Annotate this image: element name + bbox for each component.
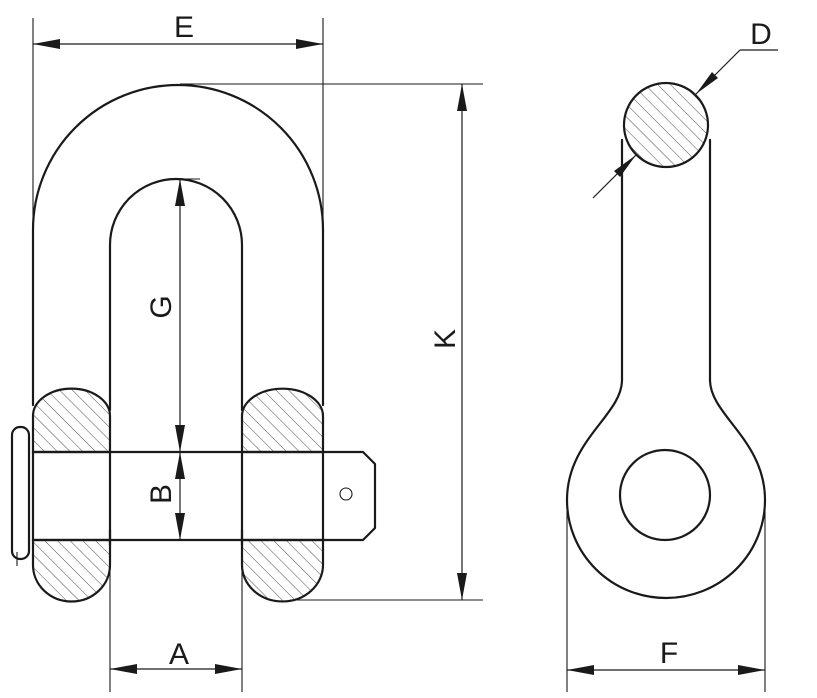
label-g: G: [145, 295, 178, 318]
side-view: [565, 81, 767, 600]
right-leg-section-upper: [240, 387, 325, 454]
left-leg-section-upper: [31, 387, 112, 454]
dimension-labels: E G B A K D F: [145, 11, 772, 671]
left-leg-section-lower: [31, 538, 112, 603]
side-view-body: [565, 138, 767, 600]
label-a: A: [169, 638, 189, 671]
label-f: F: [660, 637, 678, 670]
pin-body: [31, 450, 325, 542]
dimensions: [32, 18, 778, 692]
pin-hole: [339, 487, 353, 501]
label-e: E: [174, 11, 194, 44]
pin-tab: [321, 450, 377, 542]
side-view-section: [622, 81, 710, 169]
label-k: K: [429, 329, 462, 349]
side-view-eye-hole: [618, 448, 712, 542]
front-view: [10, 83, 377, 603]
right-leg-section-lower: [240, 538, 325, 603]
shackle-inner-bow: [108, 177, 244, 412]
label-d: D: [750, 18, 772, 51]
shackle-outer-bow: [31, 83, 325, 407]
label-b: B: [145, 484, 178, 504]
pin-head: [10, 425, 31, 561]
